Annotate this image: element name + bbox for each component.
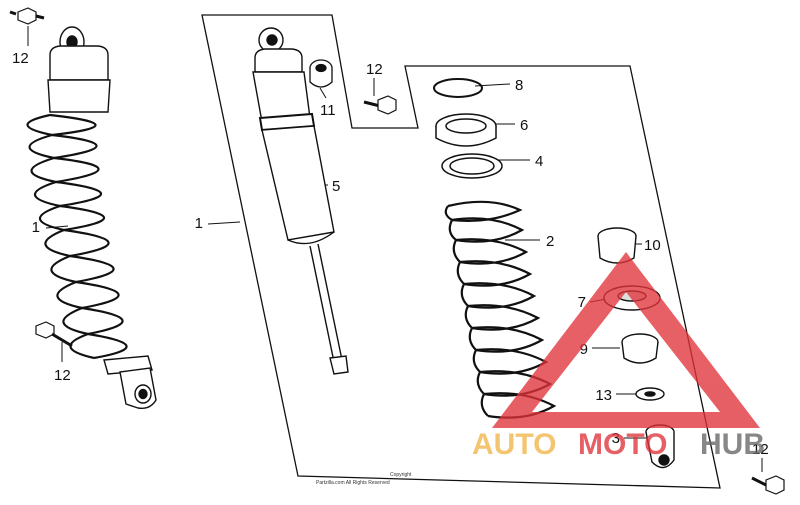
label-part-3: 3 [612,430,620,447]
bolt-12-bottom-left [35,321,73,348]
o-ring-8 [433,78,483,98]
label-part-12-center: 12 [366,61,383,78]
label-part-12-bottom-right: 12 [752,441,769,458]
label-part-11: 11 [320,102,336,119]
damper-unit [252,27,349,375]
label-part-9: 9 [580,341,588,358]
watermark-text-moto: MOTO [578,428,667,461]
label-part-1-frame: 1 [195,215,203,232]
label-part-5: 5 [332,178,340,195]
label-part-7: 7 [578,294,586,311]
assembled-spring-coils [26,113,128,360]
spring-seat-6 [435,113,497,147]
label-part-12-top-left: 12 [12,50,29,67]
label-part-12-bottom-left: 12 [54,367,71,384]
watermark-text-hub: HUB [700,428,765,461]
label-part-10: 10 [644,237,661,254]
watermark-triangle-icon [492,252,760,428]
washer-4 [441,153,503,179]
bolt-12-bottom-right [751,475,785,495]
label-part-4: 4 [535,153,543,170]
automotohub-watermark: AUTO MOTO HUB [472,252,765,461]
exploded-view-frame [201,14,721,489]
bolt-12-top-left [9,7,45,25]
assembled-shock-absorber [26,26,157,410]
bolt-12-center [363,95,397,115]
collar-11 [309,59,333,88]
bushing-9 [621,333,659,364]
label-part-2: 2 [546,233,554,250]
label-part-6: 6 [520,117,528,134]
copyright-line-1: Copyright [390,472,412,478]
copyright-line-2: Partzilla.com All Rights Reserved [316,480,390,486]
label-part-13: 13 [595,387,612,404]
lower-eye-3 [645,424,675,469]
washer-13 [635,387,665,401]
watermark-text-auto: AUTO [472,428,556,461]
label-part-1-left: 1 [32,219,40,236]
label-part-8: 8 [515,77,523,94]
